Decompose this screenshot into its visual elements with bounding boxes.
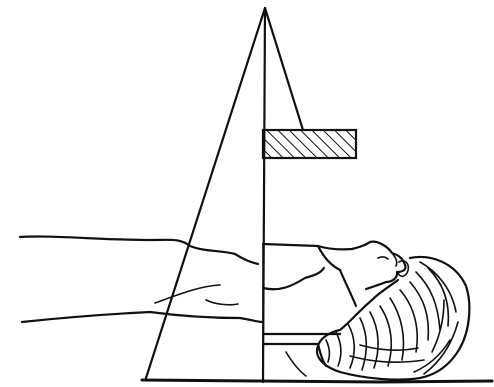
patient-lower-contour: [22, 312, 263, 322]
table-line: [142, 380, 492, 382]
patient-hair: [317, 257, 469, 380]
patient-shoulder: [263, 268, 324, 289]
patient-arm-line: [155, 285, 220, 303]
supine-patient-icon: [20, 237, 469, 382]
x-ray-beam: [146, 8, 303, 382]
beam-right-edge: [265, 8, 303, 130]
patient-neck: [340, 270, 356, 306]
patient-arm-detail: [206, 300, 238, 305]
patient-upper-contour: [20, 237, 258, 264]
patient-eye: [378, 257, 388, 259]
beam-left-edge: [146, 8, 265, 378]
patient-underarm: [286, 352, 306, 376]
hatched-shield-icon: [263, 130, 356, 158]
